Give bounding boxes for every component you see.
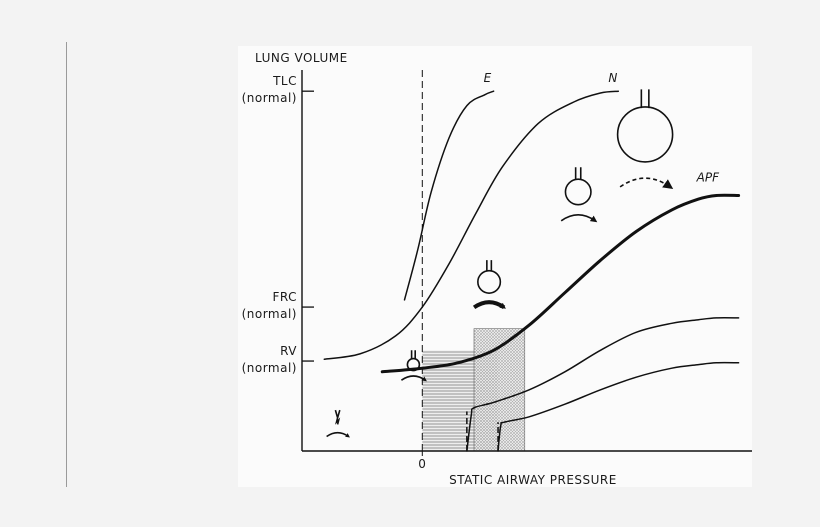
alveolus-sac — [477, 269, 502, 294]
alveolus-medium-icon — [560, 167, 598, 223]
y-tick-sublabel: (normal) — [242, 361, 297, 375]
alveolus-sac — [406, 357, 421, 372]
y-tick-sublabel: (normal) — [242, 307, 297, 321]
series-labels: E N APF — [484, 71, 720, 184]
alveolus-airway — [486, 260, 493, 272]
x-tick-label-zero: 0 — [418, 457, 426, 471]
alveolus-expansion-arrow — [400, 375, 427, 382]
curve-label-e: E — [484, 71, 492, 85]
alveolus-expansion-arrow — [560, 214, 598, 223]
alveolus-diagrams — [326, 89, 674, 438]
curve-e — [403, 90, 495, 301]
alveolus-airway — [574, 167, 582, 180]
y-axis-label: LUNG VOLUME — [255, 51, 348, 65]
alveolus-airway — [640, 89, 650, 109]
alveolus-collapsed-icon — [326, 409, 350, 438]
curve-label-n: N — [608, 71, 617, 85]
shaded-regions — [422, 328, 526, 452]
alveolus-expansion-arrow — [472, 300, 506, 310]
curve-unlabeled — [466, 317, 740, 452]
pressure-volume-curves — [323, 90, 741, 452]
alveolus-expansion-arrow — [326, 431, 350, 438]
y-tick-label-rv: RV — [280, 344, 297, 358]
alveolus-medium-icon — [472, 260, 506, 310]
x-axis-label: STATIC AIRWAY PRESSURE — [449, 473, 617, 487]
alveolus-sac — [564, 178, 592, 206]
curve-unlabeled — [497, 361, 740, 452]
curve-n — [323, 90, 620, 360]
alveolus-collapsed-shape — [334, 409, 341, 425]
curve-apf — [380, 193, 741, 374]
tick-labels: TLC (normal) FRC (normal) RV (normal) 0 — [242, 74, 426, 471]
y-tick-label-frc: FRC — [272, 290, 297, 304]
alveolus-large-icon — [616, 89, 674, 190]
alveolus-sac — [616, 106, 674, 163]
alveolus-small-icon — [400, 350, 427, 382]
curve-label-apf: APF — [696, 171, 720, 185]
axes — [301, 68, 752, 456]
y-tick-sublabel: (normal) — [242, 91, 297, 105]
page-divider-line — [66, 42, 67, 487]
alveolus-airway — [410, 350, 417, 360]
y-tick-label-tlc: TLC — [272, 74, 297, 88]
